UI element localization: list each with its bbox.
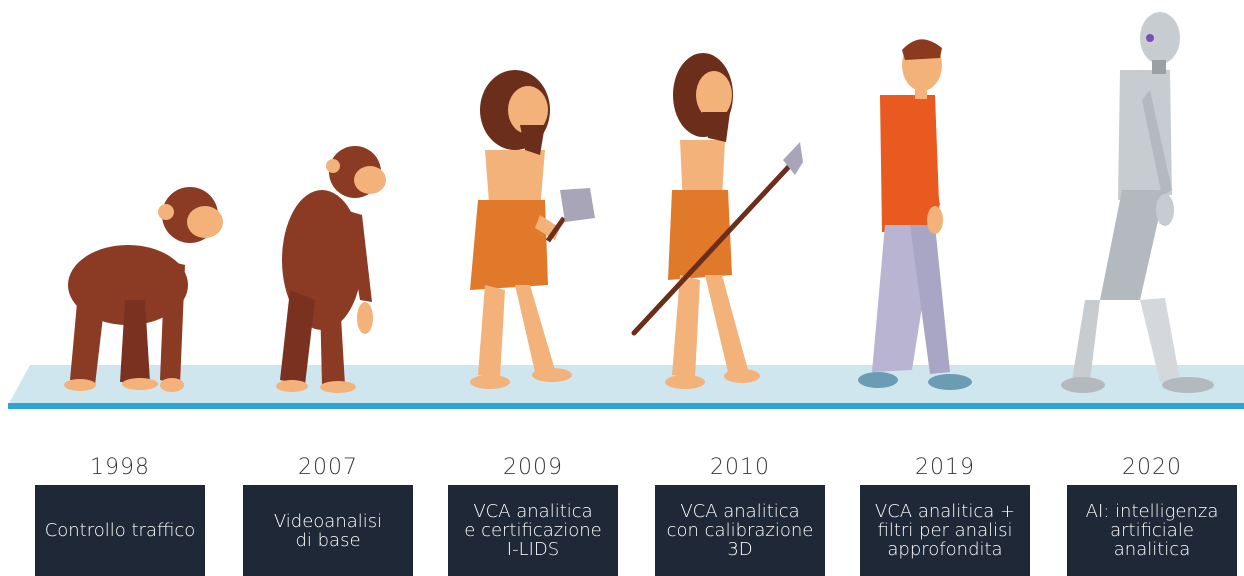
timeline-year: 2007 — [298, 455, 358, 480]
timeline-item-2020: 2020 AI: intelligenza artificiale analit… — [1067, 455, 1237, 576]
figure-robot — [1061, 12, 1214, 393]
figure-modern-man — [858, 39, 972, 390]
timeline-label: Videoanalisi di base — [243, 485, 413, 576]
timeline-year: 2020 — [1122, 455, 1182, 480]
evolution-illustration — [8, 12, 1244, 409]
timeline-item-2007: 2007 Videoanalisi di base — [243, 455, 413, 576]
timeline-item-2019: 2019 VCA analitica + filtri per analisi … — [860, 455, 1030, 576]
timeline-item-2009: 2009 VCA analitica e certificazione I-LI… — [448, 455, 618, 576]
timeline-label: VCA analitica e certificazione I-LIDS — [448, 485, 618, 576]
figure-chimpanzee — [64, 187, 223, 392]
timeline-year: 2019 — [915, 455, 975, 480]
floor-platform — [8, 365, 1244, 409]
timeline-item-1998: 1998 Controllo traffico — [35, 455, 205, 576]
figure-caveman-hammer — [470, 70, 595, 389]
timeline-label: Controllo traffico — [35, 485, 205, 576]
figure-hunched-ape — [276, 146, 386, 393]
timeline-year: 2009 — [503, 455, 563, 480]
timeline-year: 2010 — [710, 455, 770, 480]
timeline-item-2010: 2010 VCA analitica con calibrazione 3D — [655, 455, 825, 576]
timeline-label: AI: intelligenza artificiale analitica — [1067, 485, 1237, 576]
figure-caveman-spear — [631, 53, 803, 389]
timeline-label: VCA analitica + filtri per analisi appro… — [860, 485, 1030, 576]
timeline-label: VCA analitica con calibrazione 3D — [655, 485, 825, 576]
timeline-year: 1998 — [90, 455, 150, 480]
